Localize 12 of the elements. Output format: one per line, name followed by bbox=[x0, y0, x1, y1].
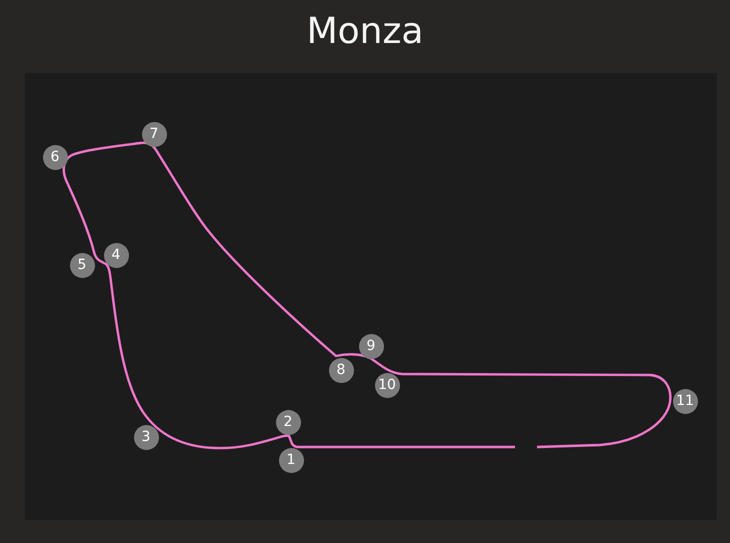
callout-number: 1 bbox=[278, 448, 304, 472]
callout-number: 7 bbox=[142, 122, 166, 146]
callout-number: 10 bbox=[374, 372, 400, 398]
callout-number: 4 bbox=[104, 242, 128, 268]
callout-number: 8 bbox=[328, 358, 354, 382]
callout-number: 6 bbox=[42, 144, 68, 170]
callout-number: 2 bbox=[276, 410, 300, 434]
title: Monza bbox=[306, 10, 424, 54]
callout-number: 5 bbox=[70, 252, 94, 278]
callout-number: 11 bbox=[672, 388, 698, 414]
callout-number: 9 bbox=[358, 334, 384, 358]
callout-number: 3 bbox=[134, 424, 158, 450]
